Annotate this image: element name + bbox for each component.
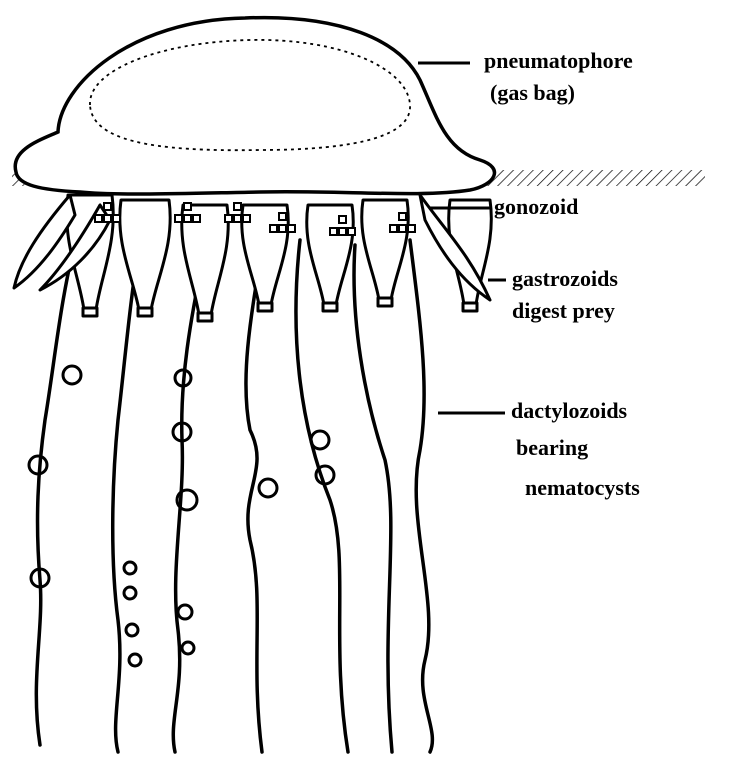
- gonophore-2-3: [193, 215, 200, 222]
- tentacle-1: [36, 230, 78, 745]
- tentacle-5: [296, 240, 348, 752]
- gonophore-4-2: [279, 225, 286, 232]
- polyp-2: [120, 200, 170, 310]
- polyp-tip-5: [323, 303, 337, 311]
- polyp-tip-3: [198, 313, 212, 321]
- polyp-tip-1: [83, 308, 97, 316]
- gonophore-4-4: [279, 213, 286, 220]
- pneumatophore-float: [15, 18, 494, 194]
- label-pneumatophore: pneumatophore: [484, 50, 633, 72]
- gonophore-6-4: [399, 213, 406, 220]
- gonophore-1-4: [104, 203, 111, 210]
- gonophore-6-2: [399, 225, 406, 232]
- gonophore-2-4: [184, 203, 191, 210]
- tentacle-7: [410, 240, 432, 752]
- polyp-tip-6: [378, 298, 392, 306]
- gonophore-5-2: [339, 228, 346, 235]
- gonophore-6-1: [390, 225, 397, 232]
- gonophore-5-3: [348, 228, 355, 235]
- label-dactylozoids: dactylozoids: [511, 400, 627, 422]
- gonophore-3-1: [225, 215, 232, 222]
- tentacle-2: [113, 240, 140, 752]
- gonophore-5-4: [339, 216, 346, 223]
- polyp-tip-2: [138, 308, 152, 316]
- label-gastrozoids: gastrozoids: [512, 268, 618, 290]
- tentacle-6: [354, 245, 392, 752]
- label-digest-prey: digest prey: [512, 300, 615, 322]
- label-gonozoid: gonozoid: [494, 196, 578, 218]
- gonophore-3-2: [234, 215, 241, 222]
- polyp-tip-4: [258, 303, 272, 311]
- gonophore-1-3: [113, 215, 120, 222]
- gonophore-6-3: [408, 225, 415, 232]
- gonophore-1-1: [95, 215, 102, 222]
- gonophore-5-1: [330, 228, 337, 235]
- tentacle-4: [246, 250, 262, 752]
- gonophore-2-1: [175, 215, 182, 222]
- gonophore-1-2: [104, 215, 111, 222]
- label-gas-bag: (gas bag): [490, 82, 575, 104]
- label-nematocysts: nematocysts: [525, 477, 640, 499]
- gonophore-3-4: [234, 203, 241, 210]
- gonophore-2-2: [184, 215, 191, 222]
- polyp-tip-7: [463, 303, 477, 311]
- label-bearing: bearing: [516, 437, 588, 459]
- gonophore-4-1: [270, 225, 277, 232]
- gonophore-3-3: [243, 215, 250, 222]
- gonophore-4-3: [288, 225, 295, 232]
